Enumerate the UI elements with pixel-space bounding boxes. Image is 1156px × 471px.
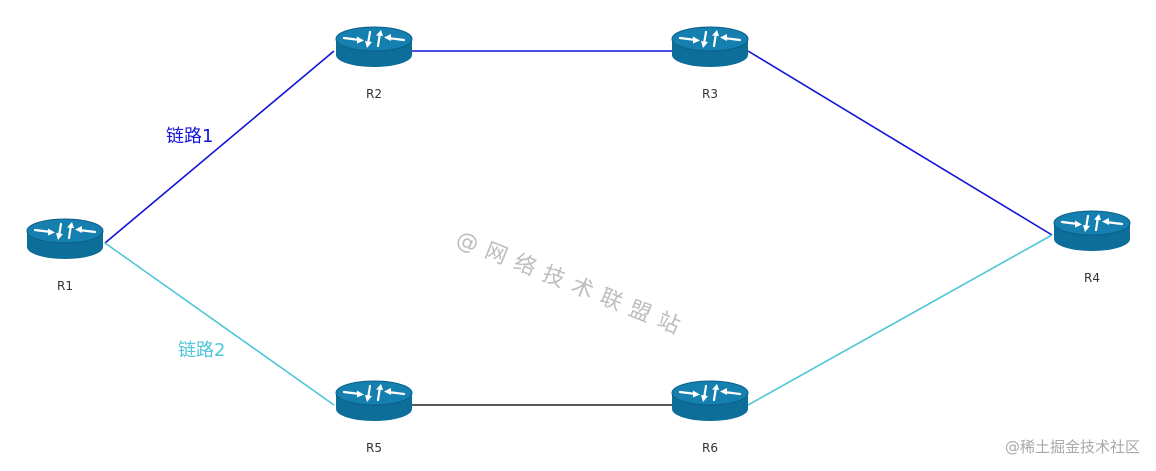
router-label-r4: R4 — [1084, 271, 1100, 285]
edge-r1-r2 — [104, 50, 335, 244]
edge-r6-r4 — [747, 234, 1053, 406]
router-icon-r6 — [670, 379, 750, 423]
router-icon-r1 — [25, 217, 105, 261]
edge-r1-r5 — [104, 242, 335, 406]
router-label-r2: R2 — [366, 87, 382, 101]
link-1-label: 链路1 — [166, 126, 214, 147]
router-label-r1: R1 — [57, 279, 73, 293]
link-2-label: 链路2 — [178, 340, 226, 361]
router-label-r5: R5 — [366, 441, 382, 455]
router-icon-r5 — [334, 379, 414, 423]
edge-r3-r4 — [747, 50, 1053, 236]
router-label-r6: R6 — [702, 441, 718, 455]
footer-watermark: @稀土掘金技术社区 — [1004, 438, 1140, 456]
router-icon-r4 — [1052, 209, 1132, 253]
router-icon-r3 — [670, 25, 750, 69]
router-label-r3: R3 — [702, 87, 718, 101]
router-icon-r2 — [334, 25, 414, 69]
